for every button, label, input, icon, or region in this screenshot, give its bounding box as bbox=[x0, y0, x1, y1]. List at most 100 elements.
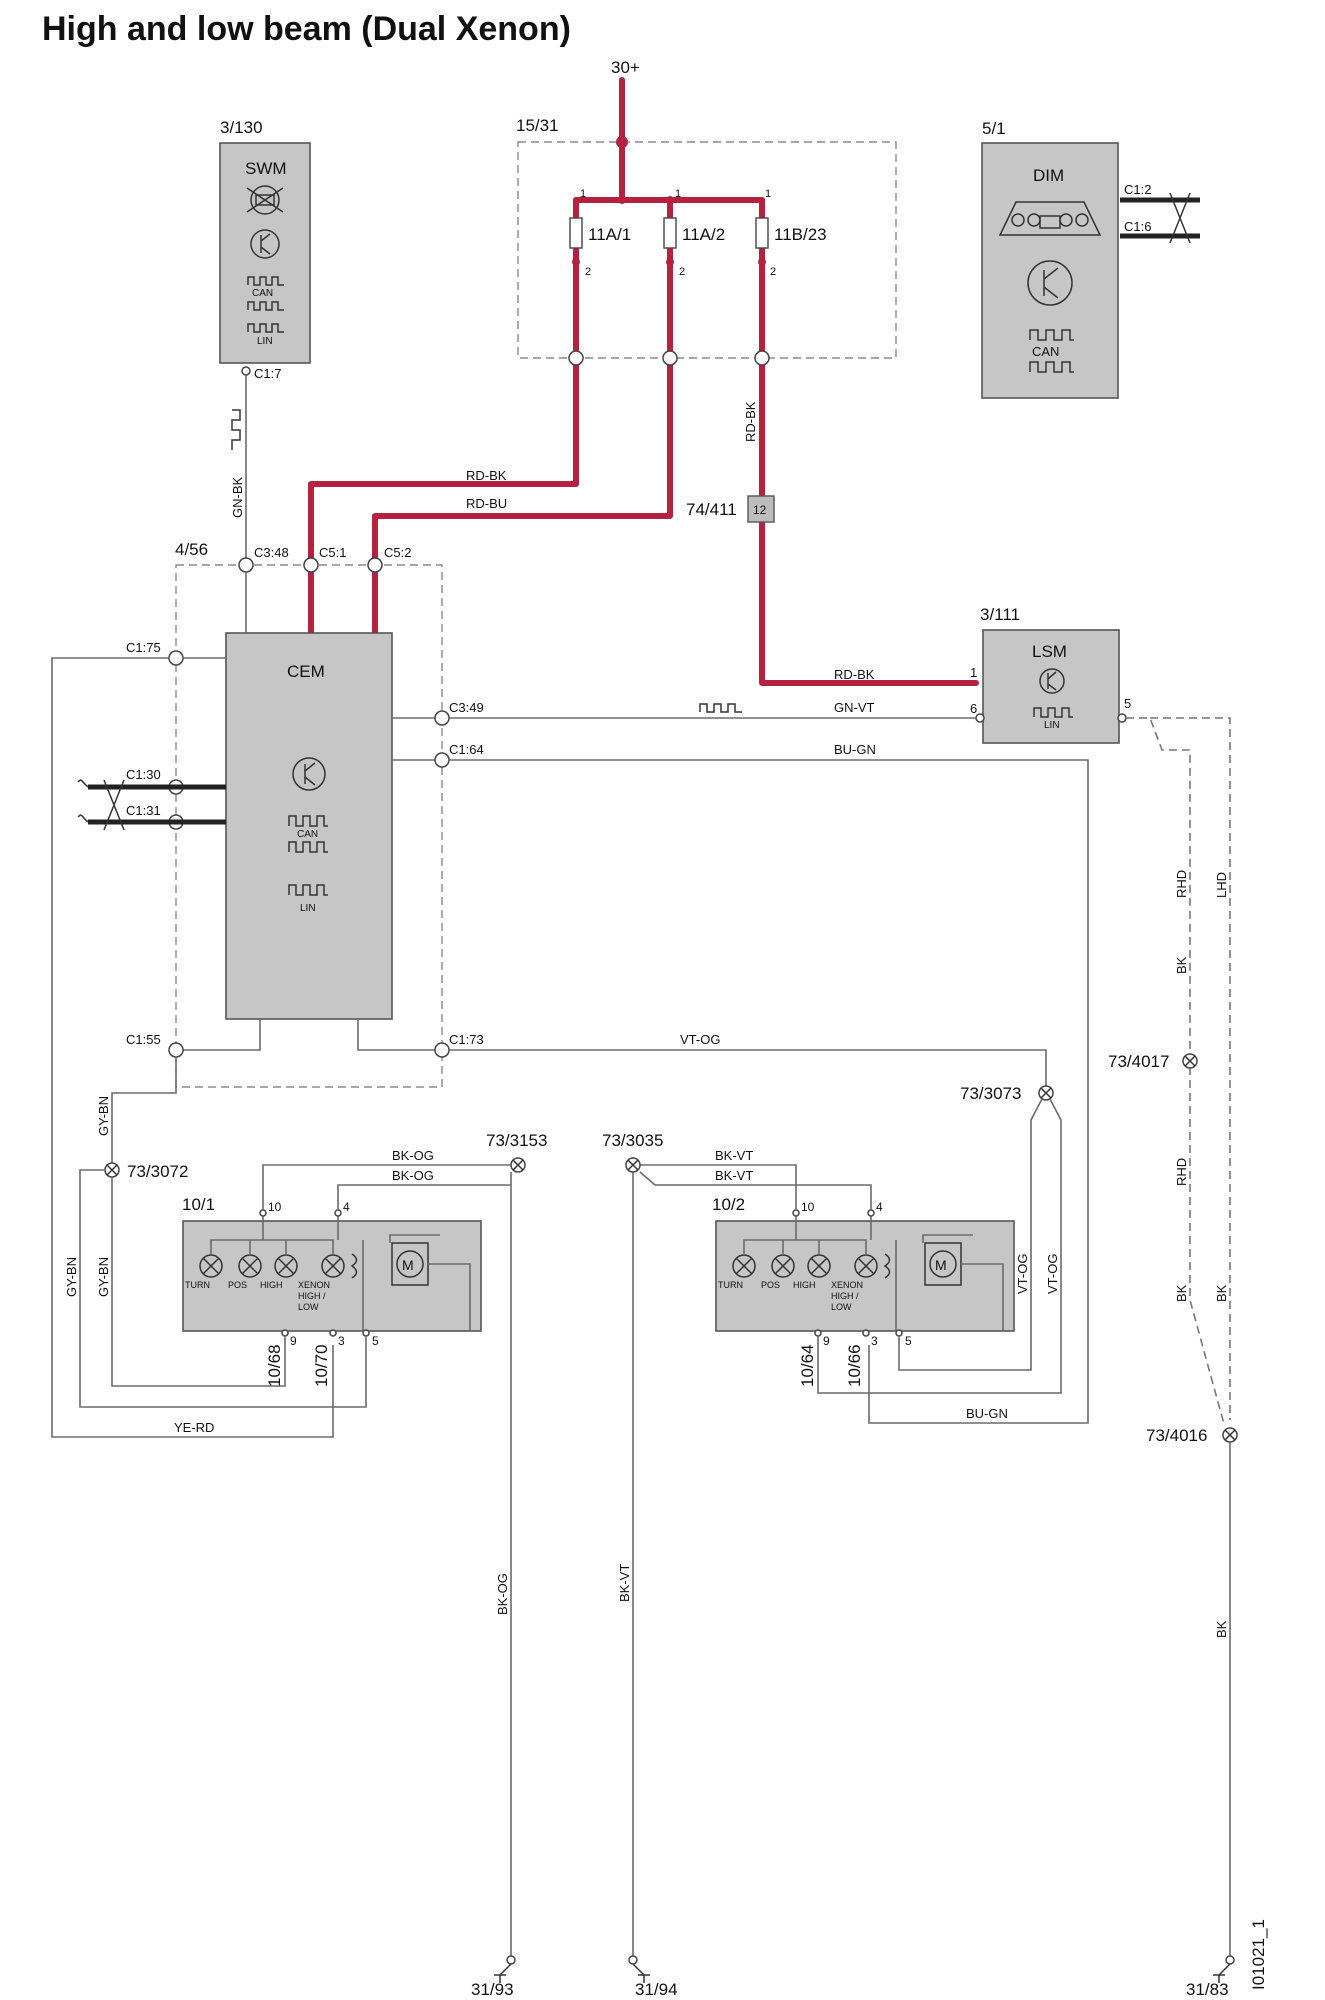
wire-vt-og-5 bbox=[898, 1098, 1043, 1371]
wire-bk-vt-10 bbox=[640, 1164, 797, 1210]
connector-pin bbox=[303, 557, 319, 573]
cem-pin-c51: C5:1 bbox=[319, 545, 346, 560]
connector-pin bbox=[895, 1329, 903, 1337]
wire-label-vt-og: VT-OG bbox=[1015, 1254, 1030, 1294]
twisted-pair-icon bbox=[103, 779, 125, 831]
connector-pin bbox=[259, 1209, 267, 1217]
wire-label-ye-rd: YE-RD bbox=[174, 1420, 214, 1435]
lamp-label-low: LOW bbox=[831, 1302, 852, 1312]
connector-pin bbox=[367, 557, 383, 573]
cem-module bbox=[225, 632, 393, 1020]
ground-31-94 bbox=[628, 1955, 650, 1983]
cem-pin-c173: C1:73 bbox=[449, 1032, 484, 1047]
connector-pin bbox=[814, 1329, 822, 1337]
wire-label-lhd: LHD bbox=[1214, 872, 1229, 898]
connector-pin bbox=[334, 1209, 342, 1217]
ground-ref-93: 31/93 bbox=[471, 1980, 514, 1999]
splice-73-3073 bbox=[1038, 1085, 1054, 1101]
wire-label-bu-gn-bottom: BU-GN bbox=[966, 1406, 1008, 1421]
wire-label-rhd-lower: RHD bbox=[1174, 1158, 1189, 1186]
lamp-pin-10: 10 bbox=[268, 1200, 282, 1214]
connector-pin bbox=[975, 713, 985, 723]
ground-31-83 bbox=[1213, 1955, 1235, 1983]
wire-bk-og-10 bbox=[262, 1164, 511, 1210]
lamp-pin-10: 10 bbox=[801, 1200, 815, 1214]
svg-text:11A/2: 11A/2 bbox=[682, 225, 725, 244]
fuse-11b23: 11B/23 bbox=[755, 217, 827, 249]
connector-pin bbox=[168, 1042, 184, 1058]
splice-ref-3073: 73/3073 bbox=[960, 1084, 1021, 1103]
wire-bk-rhd-lower bbox=[1189, 1067, 1225, 1425]
lsm-lin: LIN bbox=[1044, 720, 1060, 731]
wire-label-gy-bn: GY-BN bbox=[64, 1257, 79, 1297]
wire-bk-rhd bbox=[1126, 717, 1191, 1055]
lamp-right-ref: 10/2 bbox=[712, 1195, 745, 1214]
ground-ref-83: 31/83 bbox=[1186, 1980, 1229, 1999]
wire-gy-bn-9 bbox=[111, 1177, 286, 1387]
swm-lin: LIN bbox=[257, 336, 273, 347]
cem-pin-c348: C3:48 bbox=[254, 545, 289, 560]
lamp-left-module bbox=[182, 1220, 482, 1332]
wire-label-bk-og: BK-OG bbox=[392, 1168, 434, 1183]
transistor-icon bbox=[250, 229, 280, 259]
connector-ref: 74/411 bbox=[686, 500, 737, 519]
wire-label-rd-bk-vertical: RD-BK bbox=[743, 401, 758, 442]
wire-gy-bn-5 bbox=[79, 1169, 367, 1408]
splice-73-3153 bbox=[510, 1157, 526, 1173]
connector-pin bbox=[241, 366, 251, 376]
lamp-left-internal-wiring bbox=[210, 1215, 471, 1331]
splice-73-4016 bbox=[1222, 1427, 1238, 1443]
junction bbox=[666, 196, 674, 204]
connector-74-411 bbox=[747, 495, 775, 523]
connector-pin bbox=[434, 752, 450, 768]
lamp-right-module bbox=[715, 1220, 1015, 1332]
splice-ref-3035: 73/3035 bbox=[602, 1131, 663, 1150]
connector-pin bbox=[754, 350, 770, 366]
cem-pin-c52: C5:2 bbox=[384, 545, 411, 560]
page-title: High and low beam (Dual Xenon) bbox=[42, 10, 571, 48]
connector-pin bbox=[662, 350, 678, 366]
wire-bk-lhd bbox=[1150, 717, 1231, 1420]
junction bbox=[572, 258, 580, 266]
connector-pin bbox=[434, 1042, 450, 1058]
can-signal-icon bbox=[1029, 329, 1074, 341]
cem-pin-c349: C3:49 bbox=[449, 700, 484, 715]
connector-pin bbox=[238, 557, 254, 573]
motor-label: M bbox=[935, 1257, 947, 1273]
connector-pin bbox=[281, 1329, 289, 1337]
lamp-label-xenon: XENON bbox=[298, 1280, 330, 1290]
wire-label-vt-og: VT-OG bbox=[680, 1032, 720, 1047]
wire-label-rhd: RHD bbox=[1174, 870, 1189, 898]
fuse-pin-1: 1 bbox=[675, 188, 681, 200]
lamp-pin-3: 3 bbox=[338, 1334, 345, 1348]
wire-rd-bu-cem bbox=[372, 197, 673, 636]
lamp-label-high: HIGH bbox=[793, 1280, 816, 1290]
junction bbox=[618, 196, 626, 204]
lsm-name: LSM bbox=[1032, 642, 1067, 661]
wire-label-bk-vt: BK-VT bbox=[715, 1148, 753, 1163]
wire-bu-gn bbox=[449, 759, 1089, 1424]
lin-signal-icon bbox=[288, 884, 328, 896]
dim-can: CAN bbox=[1032, 344, 1059, 359]
splice-ref-4016: 73/4016 bbox=[1146, 1426, 1207, 1445]
cem-pin-c130: C1:30 bbox=[126, 767, 161, 782]
lamp-pin-4: 4 bbox=[876, 1200, 883, 1214]
junction bbox=[616, 136, 628, 148]
connector-pin bbox=[434, 710, 450, 726]
lamp-pin-5: 5 bbox=[905, 1334, 912, 1348]
lin-signal-icon bbox=[699, 703, 742, 713]
splice-73-3072 bbox=[104, 1162, 120, 1178]
lsm-pin-5: 5 bbox=[1124, 696, 1131, 711]
lamp-right-internal-wiring bbox=[743, 1215, 1004, 1331]
wire-label-bk-ground: BK bbox=[1214, 1620, 1229, 1638]
wire-label-gn-bk: GN-BK bbox=[230, 477, 245, 519]
wire-vt-og-9 bbox=[817, 1098, 1062, 1394]
fuse-pin-1: 1 bbox=[765, 188, 771, 200]
lamp-pin-4: 4 bbox=[343, 1200, 350, 1214]
lsm-pin-1: 1 bbox=[970, 665, 977, 680]
swm-module bbox=[219, 142, 311, 364]
lamp-label-turn: TURN bbox=[718, 1280, 743, 1290]
ground-31-93 bbox=[494, 1955, 516, 1983]
ground-ref-94: 31/94 bbox=[635, 1980, 678, 1999]
can-signal-icon bbox=[288, 815, 328, 827]
